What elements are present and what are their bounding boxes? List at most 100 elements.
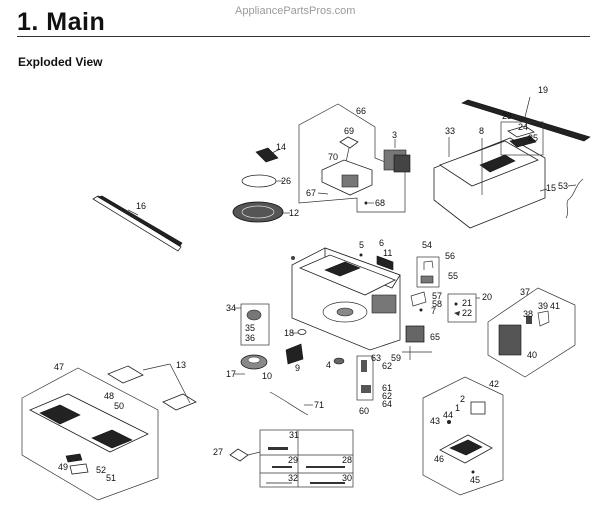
callout-47: 47: [54, 362, 64, 372]
callout-1: 1: [455, 403, 460, 413]
callout-17: 17: [226, 369, 236, 379]
callout-20: 20: [482, 292, 492, 302]
callout-21: 21: [462, 298, 472, 308]
callout-69: 69: [344, 126, 354, 136]
callout-12: 12: [289, 208, 299, 218]
callout-34: 34: [226, 303, 236, 313]
callout-64: 64: [382, 399, 392, 409]
callout-3: 3: [392, 130, 397, 140]
callout-62b: 62: [382, 391, 392, 401]
callout-43: 43: [430, 416, 440, 426]
part-10-turntable-motor[interactable]: 17 10: [226, 354, 272, 381]
part-34-stirrer-assembly[interactable]: 34 35 36: [226, 303, 270, 346]
part-59-fuse[interactable]: 59: [391, 346, 432, 363]
callout-44: 44: [443, 410, 453, 420]
part-7-screw[interactable]: 7: [419, 306, 437, 316]
callout-66: 66: [356, 106, 366, 116]
callout-13: 13: [176, 360, 186, 370]
part-27-manual[interactable]: 27: [213, 447, 261, 462]
callout-24: 24: [518, 122, 528, 132]
part-53-power-cord[interactable]: 53: [558, 178, 584, 219]
callout-36: 36: [245, 333, 255, 343]
callout-30: 30: [342, 473, 352, 483]
callout-67: 67: [306, 188, 316, 198]
callout-38: 38: [523, 309, 533, 319]
main-cavity-assembly[interactable]: [291, 247, 401, 351]
callout-28: 28: [342, 455, 352, 465]
callout-58: 58: [432, 299, 442, 309]
callout-49: 49: [58, 462, 68, 472]
callout-51: 51: [106, 473, 116, 483]
callout-27: 27: [213, 447, 223, 457]
callout-71: 71: [314, 400, 324, 410]
callout-53: 53: [558, 181, 568, 191]
callout-48: 48: [104, 391, 114, 401]
callout-54: 54: [422, 240, 432, 250]
page-title: 1. Main: [17, 8, 106, 36]
part-18-roller[interactable]: 18: [284, 328, 307, 338]
callout-62: 62: [382, 361, 392, 371]
callout-16: 16: [136, 201, 146, 211]
callout-11: 11: [383, 248, 392, 258]
title-divider: [17, 36, 590, 37]
part-20-sensor-group[interactable]: 20 21 22: [447, 292, 492, 323]
part-14-filter[interactable]: 14: [255, 142, 286, 163]
callout-46: 46: [434, 454, 444, 464]
part-15-outer-case[interactable]: 15 33 8: [433, 126, 556, 229]
callout-39: 39: [538, 301, 548, 311]
callout-56: 56: [445, 251, 455, 261]
callout-52: 52: [96, 465, 106, 475]
callout-23: 23: [502, 111, 512, 121]
callout-18: 18: [284, 328, 294, 338]
callout-50: 50: [114, 401, 124, 411]
callout-5: 5: [359, 240, 364, 250]
callout-57: 57: [432, 291, 442, 301]
callout-65: 65: [430, 332, 440, 342]
callout-8: 8: [479, 126, 484, 136]
part-66-fan-motor-assembly[interactable]: 66 69 70 67 68: [298, 103, 406, 213]
part-23-control-bracket[interactable]: 23 24 25: [500, 111, 544, 156]
callout-59: 59: [391, 353, 401, 363]
callout-37: 37: [520, 287, 530, 297]
callout-14: 14: [276, 142, 286, 152]
part-13-filters[interactable]: 13: [107, 360, 197, 411]
callout-9: 9: [295, 363, 300, 373]
callout-4: 4: [326, 360, 331, 370]
callout-60: 60: [359, 406, 369, 416]
callout-40: 40: [527, 350, 537, 360]
part-4-coupler[interactable]: 4: [326, 357, 345, 370]
callout-7: 7: [431, 306, 436, 316]
part-screw-table[interactable]: 31 29 28 32 30: [259, 429, 354, 488]
part-16-front-vent[interactable]: 16: [92, 195, 183, 252]
part-60-interlock-switch-assembly[interactable]: 63 62 61 62 64 60: [356, 353, 392, 416]
part-11-label[interactable]: 11: [376, 248, 394, 271]
callout-2: 2: [460, 394, 465, 404]
callout-15: 15: [546, 183, 556, 193]
callout-25: 25: [528, 133, 538, 143]
callout-31: 31: [289, 430, 299, 440]
part-37-control-panel-assembly[interactable]: 37 40 38 39 41: [487, 287, 576, 378]
section-subtitle: Exploded View: [18, 55, 103, 69]
callout-63: 63: [371, 353, 381, 363]
part-71-wire-harness[interactable]: 71: [269, 391, 324, 416]
part-9-label-panel[interactable]: 9: [285, 343, 304, 373]
callout-26: 26: [281, 176, 291, 186]
callout-35: 35: [245, 323, 255, 333]
part-42-hv-transformer-assembly[interactable]: 42 2 1 44 43 46 45: [422, 376, 504, 496]
callout-41: 41: [550, 301, 560, 311]
callout-42: 42: [489, 379, 499, 389]
callout-32: 32: [288, 473, 298, 483]
callout-45: 45: [470, 475, 480, 485]
part-47-base-plate-assembly[interactable]: 47 48 50 52 49 51: [21, 362, 159, 501]
part-12-turntable-tray[interactable]: 12: [232, 201, 299, 223]
callout-55: 55: [448, 271, 458, 281]
part-54-door-sensor-bracket[interactable]: 54 56 55 57 58: [410, 240, 458, 309]
callout-19: 19: [538, 85, 548, 95]
part-26-roller-ring[interactable]: 26: [241, 174, 291, 188]
part-65-magnetron[interactable]: 65: [405, 325, 440, 343]
part-3-fan-motor[interactable]: 3: [383, 130, 411, 173]
watermark: AppliancePartsPros.com: [235, 5, 356, 17]
callout-33: 33: [445, 126, 455, 136]
callout-68: 68: [375, 198, 385, 208]
